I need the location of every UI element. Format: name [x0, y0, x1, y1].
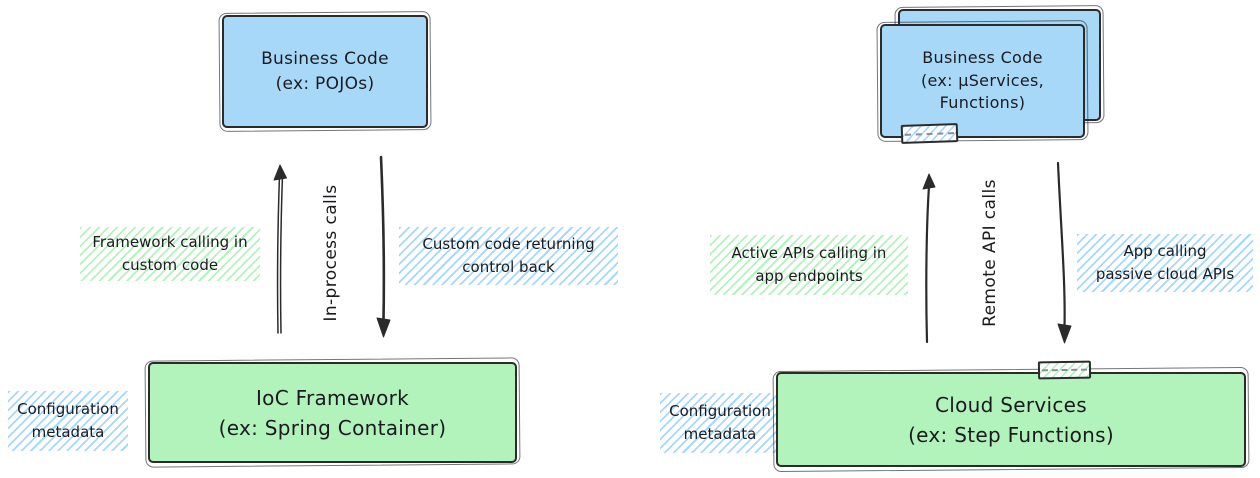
custom-code-returning-label: Custom code returning control back [399, 227, 618, 285]
remote-api-calls-label: Remote API calls [980, 179, 1000, 327]
down-arrow-icon-right [1056, 161, 1072, 344]
ioc-framework-label: IoC Framework (ex: Spring Container) [218, 385, 447, 440]
business-code-box-right: Business Code (ex: μServices, Functions) [880, 24, 1085, 138]
configuration-metadata-label-right: Configuration metadata [660, 393, 780, 453]
ioc-framework-box: IoC Framework (ex: Spring Container) [148, 362, 517, 463]
up-arrow-icon-left [273, 164, 287, 334]
in-process-calls-label: In-process calls [321, 184, 341, 322]
cloud-services-label: Cloud Services (ex: Step Functions) [908, 392, 1114, 447]
app-calling-label: App calling passive cloud APIs [1077, 234, 1253, 292]
framework-calling-label: Framework calling in custom code [80, 227, 260, 281]
active-apis-label: Active APIs calling in app endpoints [710, 235, 908, 295]
app-endpoint-port-icon [900, 123, 959, 144]
cloud-services-box: Cloud Services (ex: Step Functions) [776, 372, 1246, 467]
business-code-box-left: Business Code (ex: POJOs) [222, 15, 428, 128]
business-code-label-left: Business Code (ex: POJOs) [261, 48, 389, 94]
up-arrow-icon-right [922, 173, 936, 344]
cloud-api-port-icon [1037, 360, 1092, 380]
business-code-label-right: Business Code (ex: μServices, Functions) [921, 48, 1044, 113]
configuration-metadata-label-left: Configuration metadata [8, 391, 128, 451]
down-arrow-icon-left [376, 155, 391, 338]
